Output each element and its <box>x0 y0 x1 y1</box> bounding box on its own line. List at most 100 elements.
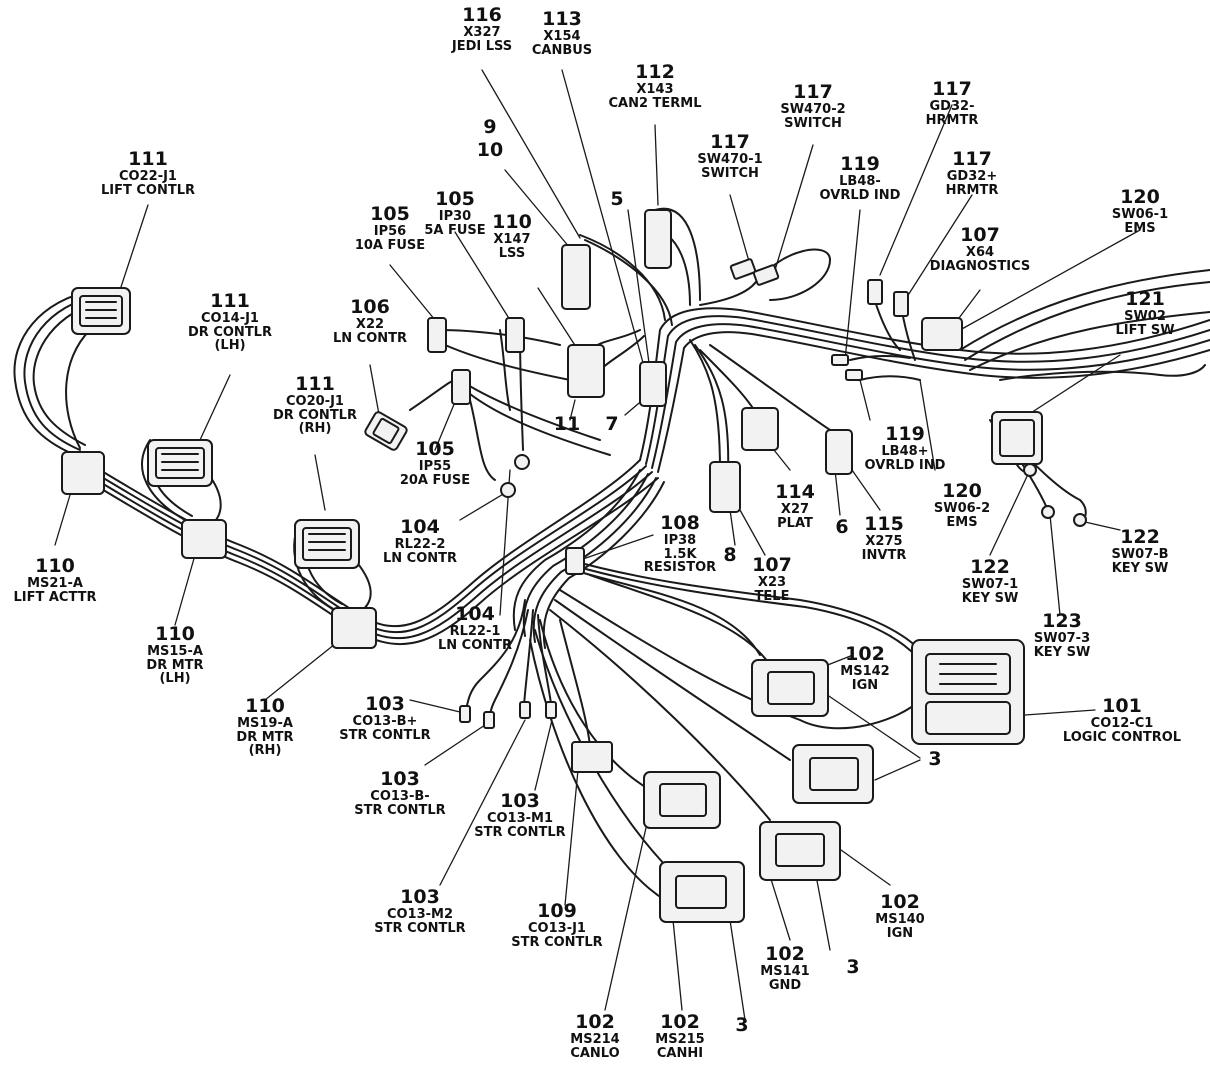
connector-x154 <box>639 361 667 407</box>
callout-line: IP56 <box>373 223 407 239</box>
callout-line: GND <box>768 977 802 993</box>
callout-number: 123 <box>1042 610 1082 632</box>
connector-ms214 <box>643 771 721 829</box>
callout-line: RESISTOR <box>643 560 717 576</box>
callout-line: LOGIC CONTROL <box>1062 729 1182 745</box>
callout-number: 111 <box>210 290 250 312</box>
ring-terminal-sw07-b <box>1073 513 1087 527</box>
callout-line: X22 <box>355 316 385 332</box>
callout-line: X143 <box>636 81 674 97</box>
callout-c7: 7 <box>605 413 619 435</box>
callout-number: 101 <box>1102 695 1142 717</box>
callout-line: LB48- <box>839 173 881 189</box>
callout-line: DR CONTLR <box>188 324 272 340</box>
callout-number: 120 <box>1120 186 1160 208</box>
pin-co13-m1 <box>519 701 531 719</box>
pin-co13-b-minus <box>483 711 495 729</box>
connector-lb48-plus <box>845 369 863 381</box>
callout-line: STR CONTLR <box>354 802 446 818</box>
callout-number: 3 <box>735 1014 749 1036</box>
connector-ms19-a <box>331 607 377 649</box>
callout-line: X327 <box>463 24 501 40</box>
callout-line: X23 <box>757 574 787 590</box>
callout-line: PLAT <box>777 515 813 531</box>
callout-line: SW06-1 <box>1111 206 1169 222</box>
connectors <box>61 209 1087 923</box>
callout-number: 103 <box>380 768 420 790</box>
callout-number: 121 <box>1125 288 1165 310</box>
connector-ms215 <box>659 861 745 923</box>
connector-ms140 <box>792 744 874 804</box>
callout-line: 5A FUSE <box>424 222 486 238</box>
callout-line: X27 <box>780 501 810 517</box>
callout-number: 117 <box>710 131 750 153</box>
callout-number: 117 <box>952 148 992 170</box>
ring-terminal-sw07-1 <box>1023 463 1037 477</box>
fuse-ip55 <box>451 369 471 405</box>
connector-x327 <box>561 244 591 310</box>
callout-line: OVRLD IND <box>819 187 901 203</box>
callout-number: 105 <box>435 188 475 210</box>
callout-number: 102 <box>880 891 920 913</box>
connector-lb48-minus <box>831 354 849 366</box>
callout-line: MS21-A <box>27 575 83 591</box>
callout-line: (LH) <box>214 338 246 354</box>
callout-line: SW07-1 <box>961 576 1019 592</box>
callout-line: CO22-J1 <box>119 168 177 184</box>
callout-number: 104 <box>455 603 495 625</box>
callout-number: 117 <box>932 78 972 100</box>
callout-line: SW470-2 <box>780 101 846 117</box>
callout-line: CANHI <box>656 1045 704 1061</box>
callout-number: 3 <box>846 956 860 978</box>
callout-number: 122 <box>1120 526 1160 548</box>
callout-number: 107 <box>752 554 792 576</box>
connector-sw470-1 <box>729 258 757 280</box>
callout-line: DIAGNOSTICS <box>929 258 1031 274</box>
callout-line: CO14-J1 <box>201 310 259 326</box>
callout-number: 102 <box>845 643 885 665</box>
callout-number: 8 <box>723 544 737 566</box>
callout-line: MS141 <box>760 963 810 979</box>
callout-line: MS214 <box>570 1031 620 1047</box>
callout-line: IGN <box>886 925 914 941</box>
callout-number: 116 <box>462 4 502 26</box>
callout-line: OVRLD IND <box>864 457 946 473</box>
callout-line: LIFT ACTTR <box>13 589 97 605</box>
connector-co12-c1 <box>911 639 1025 745</box>
callout-c3-a: 3 <box>928 748 942 770</box>
callout-number: 7 <box>605 413 619 435</box>
connector-x27 <box>741 407 779 451</box>
ring-terminal-rl22-1 <box>514 454 530 470</box>
callout-line: CANBUS <box>531 42 593 58</box>
callout-line: LSS <box>498 245 526 261</box>
callout-line: LN CONTR <box>332 330 408 346</box>
callout-line: CO13-J1 <box>528 920 586 936</box>
connector-x147 <box>567 344 605 398</box>
callout-number: 3 <box>928 748 942 770</box>
callout-number: 117 <box>793 81 833 103</box>
connector-x64 <box>921 317 963 351</box>
pin-co13-b-plus <box>459 705 471 723</box>
connector-sw470-2 <box>752 264 780 286</box>
callout-line: SW06-2 <box>933 500 991 516</box>
callout-line: X275 <box>865 533 903 549</box>
